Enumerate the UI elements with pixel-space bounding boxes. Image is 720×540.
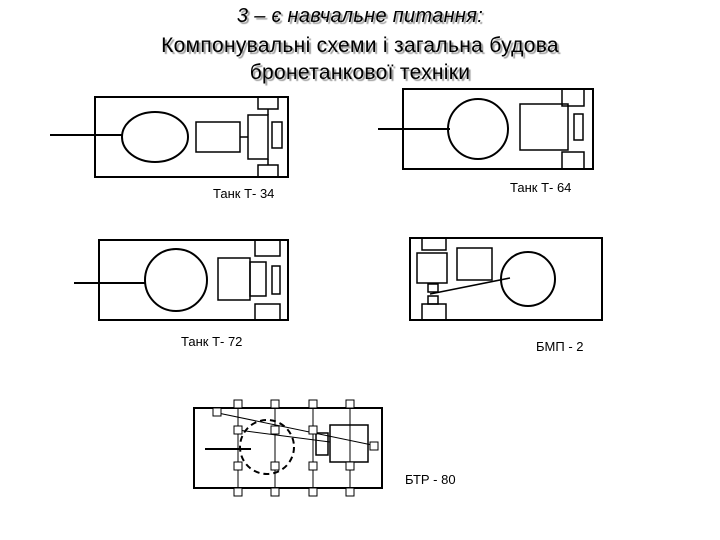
- t64-engine: [519, 103, 569, 151]
- btr80-engine: [329, 424, 369, 463]
- bmp2-front-block-bottom: [421, 303, 447, 321]
- t72-turret: [144, 248, 208, 312]
- slide-title-line-1: Компонувальні схеми і загальна будова: [161, 34, 559, 57]
- t72-hull: [98, 239, 289, 321]
- t72-transmission-top: [254, 239, 281, 257]
- bmp2-turret: [500, 251, 556, 307]
- bmp2-axle-node-bottom: [427, 295, 439, 305]
- btr80-transmission-line-1: [217, 412, 373, 446]
- btr80-turret: [239, 419, 295, 475]
- t34-transmission-top: [257, 96, 279, 110]
- btr80-hull: [193, 407, 383, 489]
- section-subtitle: 3 – є навчальне питання:: [236, 5, 484, 27]
- t34-turret: [121, 111, 189, 163]
- tank-t72-scheme: Танк Т- 72: [74, 239, 289, 349]
- bmp2-scheme: БМП - 2: [409, 237, 603, 354]
- t34-drive-element: [271, 121, 283, 149]
- t34-transmission-bottom: [257, 164, 279, 178]
- label-btr80: БТР - 80: [405, 472, 456, 487]
- bmp2-front-block-top: [421, 237, 447, 251]
- bmp2-driver-module: [456, 247, 493, 281]
- t72-engine: [217, 257, 251, 301]
- bmp2-engine: [416, 252, 448, 284]
- label-bmp2: БМП - 2: [536, 339, 584, 354]
- bmp2-axle-node-top: [427, 283, 439, 293]
- tank-t34-scheme: Танк Т- 34: [50, 96, 289, 201]
- btr80-scheme: БТР - 80: [193, 399, 456, 497]
- bmp2-drive-shaft: [429, 277, 511, 295]
- btr80-wheel-nodes: [212, 399, 379, 497]
- t34-gearbox: [247, 114, 269, 160]
- label-t64: Танк Т- 64: [510, 180, 571, 195]
- bmp2-hull: [409, 237, 603, 321]
- t64-drive-element: [573, 113, 584, 141]
- btr80-transmission-line-2: [237, 429, 331, 443]
- label-t34: Танк Т- 34: [213, 186, 274, 201]
- t34-engine: [195, 121, 241, 153]
- label-t72: Танк Т- 72: [181, 334, 242, 349]
- btr80-gearbox: [315, 432, 329, 456]
- t72-drive-element: [271, 265, 281, 295]
- btr80-axles: [237, 402, 351, 494]
- t64-transmission-top: [561, 88, 585, 107]
- tank-t64-scheme: Танк Т- 64: [378, 88, 594, 195]
- t64-turret: [447, 98, 509, 160]
- t64-transmission-bottom: [561, 151, 585, 170]
- t34-hull: [94, 96, 289, 178]
- t72-transmission-bottom: [254, 303, 281, 321]
- t72-gearbox: [249, 261, 267, 297]
- slide-title-line-2: бронетанкової техніки: [249, 61, 471, 84]
